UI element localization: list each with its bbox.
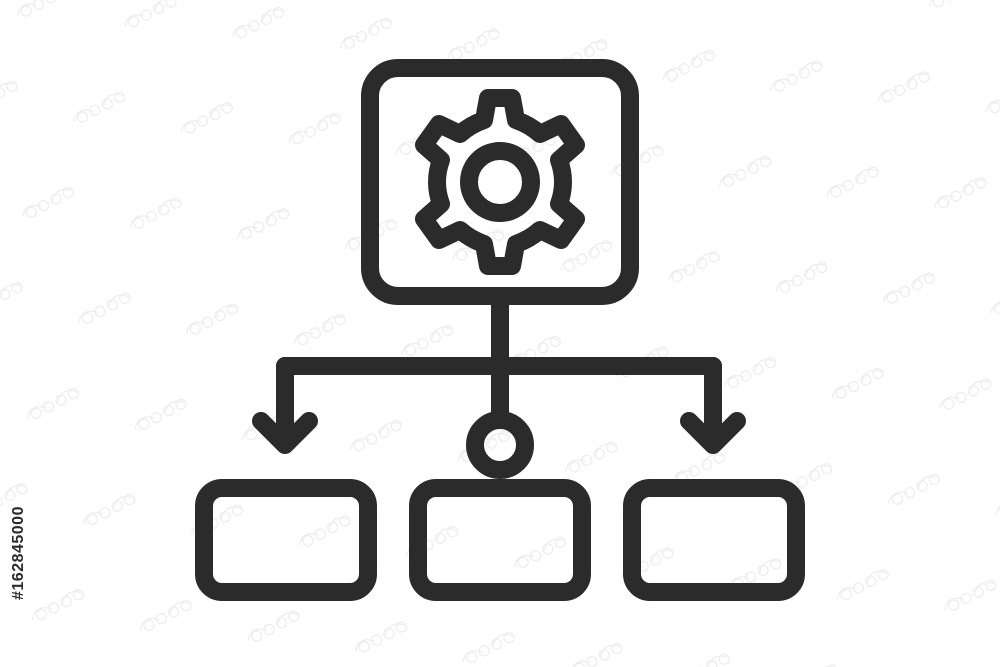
child-box-left: [195, 479, 377, 601]
arrow-down-icon: [680, 412, 746, 454]
arrow-down-icon: [252, 412, 318, 454]
stock-image-id: #162845000: [10, 506, 27, 600]
child-box-middle: [409, 479, 591, 601]
gear-icon: [415, 89, 585, 275]
child-box-right: [623, 479, 805, 601]
circle-node-icon: [466, 411, 534, 479]
